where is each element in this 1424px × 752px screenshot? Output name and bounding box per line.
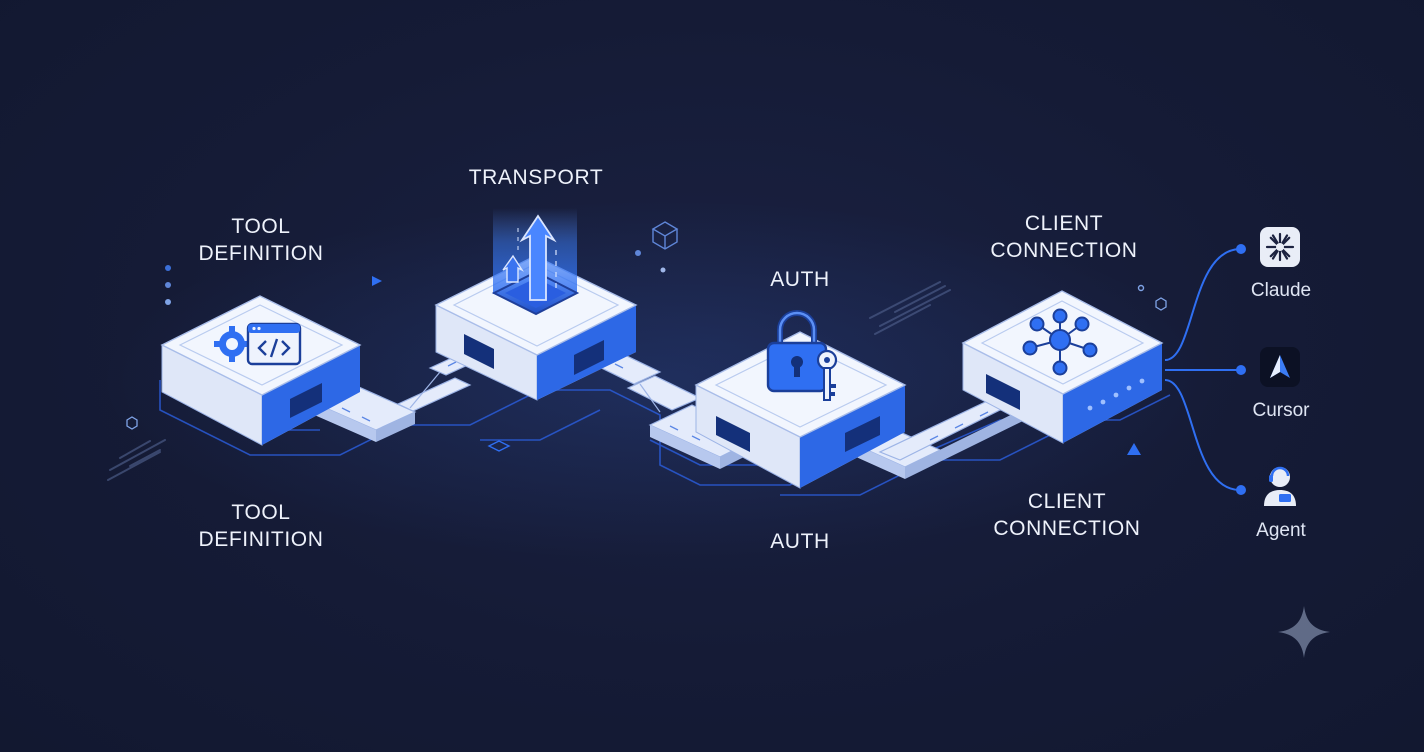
auth-top-label: AUTH bbox=[740, 266, 860, 293]
claude-starburst-icon bbox=[1260, 227, 1300, 267]
platform-auth bbox=[694, 331, 907, 489]
padlock-key-icon bbox=[766, 310, 838, 401]
label-line: DEFINITION bbox=[198, 242, 324, 265]
client-connection-top-label: CLIENT CONNECTION bbox=[974, 210, 1154, 264]
label-line: CONNECTION bbox=[990, 239, 1138, 262]
transport-label: TRANSPORT bbox=[456, 164, 616, 191]
sparkle-icon bbox=[1278, 606, 1330, 658]
label-line: CLIENT bbox=[1027, 490, 1107, 513]
label-line: AUTH bbox=[770, 268, 830, 291]
platform-tool-definition bbox=[160, 295, 362, 446]
client-connection-lines bbox=[1164, 248, 1241, 491]
client-connection-bottom-label: CLIENT CONNECTION bbox=[977, 488, 1157, 542]
platform-transport bbox=[434, 255, 638, 401]
label-line: DEFINITION bbox=[198, 528, 324, 551]
decorative-streaks-right bbox=[869, 281, 951, 335]
label-line: TRANSPORT bbox=[468, 166, 604, 189]
label-line: CLIENT bbox=[1024, 212, 1104, 235]
tool-definition-bottom-label: TOOL DEFINITION bbox=[186, 499, 336, 553]
label-line: AUTH bbox=[770, 530, 830, 553]
cursor-arrow-icon bbox=[1260, 347, 1300, 387]
gear-code-window-icon bbox=[214, 322, 302, 366]
label-line: TOOL bbox=[231, 501, 291, 524]
label-line: TOOL bbox=[231, 215, 291, 238]
decorative-streaks-left bbox=[107, 439, 166, 481]
auth-bottom-label: AUTH bbox=[740, 528, 860, 555]
client-connection-endpoints bbox=[1236, 244, 1246, 495]
decorative-particles bbox=[126, 221, 1167, 455]
agent-person-icon bbox=[1260, 464, 1300, 506]
up-arrow-beam-icon bbox=[491, 208, 580, 316]
tool-definition-top-label: TOOL DEFINITION bbox=[186, 213, 336, 267]
network-hub-icon bbox=[1022, 308, 1098, 376]
client-name-claude: Claude bbox=[1250, 280, 1312, 301]
client-name-cursor: Cursor bbox=[1252, 400, 1310, 421]
client-name-agent: Agent bbox=[1256, 520, 1306, 541]
label-line: CONNECTION bbox=[993, 517, 1141, 540]
